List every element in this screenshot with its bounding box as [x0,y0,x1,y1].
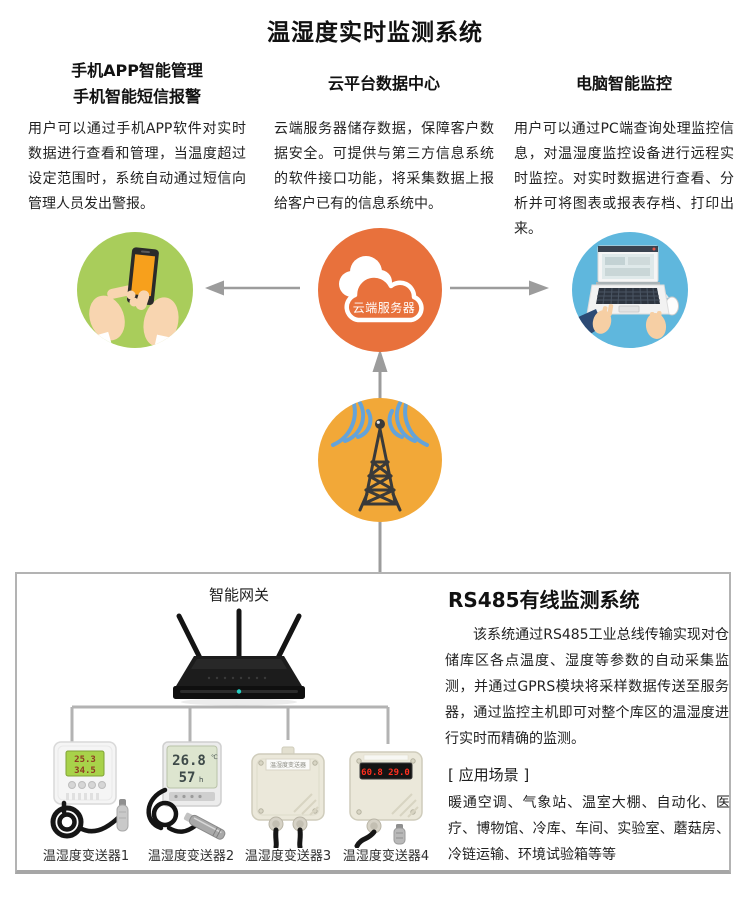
phone-hands-graphic [77,247,191,348]
router-icon [173,608,305,706]
device-label-1: 温湿度变送器1 [42,849,130,864]
cables [273,827,303,848]
page-title: 温湿度实时监测系统 [267,20,483,46]
section-pc-monitoring: 电脑智能监控 用户可以通过PC端查询处理监控信息，对温湿度监控设备进行远程实时监… [514,58,734,242]
signal-tower-icon [318,398,442,522]
cloud-graphic: 云端服务器 [339,256,424,323]
laptop-icon [572,232,688,348]
phone-app-heading: 手机APP智能管理 手机智能短信报警 [28,58,246,110]
bus-wiring [70,682,390,744]
sensor-device-1: 25.3 34.5 [34,740,138,848]
led-display [359,762,413,780]
pc-monitoring-description: 用户可以通过PC端查询处理监控信息，对温湿度监控设备进行远程实时监控。对实时数据… [514,121,734,237]
router-led [236,689,242,694]
display-value-left: 60.8 [361,768,383,778]
sensor-device-2: 26.8 ℃ 57 h [139,740,243,848]
rs485-panel: 智能网关 25.3 [15,572,731,874]
phone-app-heading-line1: 手机APP智能管理 [71,61,203,80]
section-phone-app: 手机APP智能管理 手机智能短信报警 用户可以通过手机APP软件对实时数据进行查… [28,58,246,217]
cloud-server-label: 云端服务器 [353,300,416,315]
lcd-value-humidity: 34.5 [74,766,96,776]
rs485-heading: RS485有线监测系统 [448,588,640,612]
laptop-graphic [576,245,679,339]
lcd-unit-humidity: h [199,776,203,784]
scenarios-title: [ 应用场景 ] [448,766,530,784]
strip-text: 温湿度变送器 [270,761,306,769]
radio-waves [331,398,429,447]
lcd-value-temp: 25.3 [74,755,96,765]
phone-app-description: 用户可以通过手机APP软件对实时数据进行查看和管理，当温度超过设定范围时，系统自… [28,121,246,212]
smartphone [126,247,159,306]
gateway-label: 智能网关 [208,586,269,604]
sensor-device-3: 温湿度变送器 [236,740,340,848]
sensor-device-4: 60.8 29.0 [334,740,438,848]
phone-hands-icon [77,232,193,348]
arrow-left-icon [205,280,300,296]
cable [146,787,198,834]
lcd-value-humidity: 57 [179,770,196,786]
lcd-unit-temp: ℃ [211,754,218,761]
antennas [176,608,302,661]
section-cloud-platform: 云平台数据中心 云端服务器储存数据，保障客户数据安全。可提供与第三方信息系统的软… [274,58,494,217]
name-strip [265,758,311,771]
rs485-description: 该系统通过RS485工业总线传输实现对仓储库区各点温度、湿度等参数的自动采集监测… [445,627,729,747]
pc-monitoring-heading: 电脑智能监控 [575,74,672,93]
cloud-platform-description: 云端服务器储存数据，保障客户数据安全。可提供与第三方信息系统的软件接口功能，将采… [274,121,494,212]
lattice-mast [358,427,402,512]
device-label-2: 温湿度变送器2 [147,849,235,864]
cable [50,800,123,839]
display-value-right: 29.0 [388,768,410,778]
arrow-right-icon [450,280,549,296]
cloud-platform-heading: 云平台数据中心 [327,74,440,93]
lcd-value-temp: 26.8 [172,753,206,769]
probe [183,812,226,840]
probe [393,827,406,845]
cloud-server-icon: 云端服务器 [318,228,442,352]
lcd-screen [65,750,105,777]
scenarios-text: 暖通空调、气象站、温室大棚、自动化、医疗、博物馆、冷库、车间、实验室、蘑菇房、冷… [448,795,730,863]
cable [354,829,377,848]
main-cloud [344,273,424,323]
device-label-3: 温湿度变送器3 [244,849,332,864]
phone-app-heading-line2: 手机智能短信报警 [72,87,201,106]
device-label-4: 温湿度变送器4 [342,849,430,864]
lcd-screen [166,745,218,789]
signal-tower-graphic [331,398,429,512]
